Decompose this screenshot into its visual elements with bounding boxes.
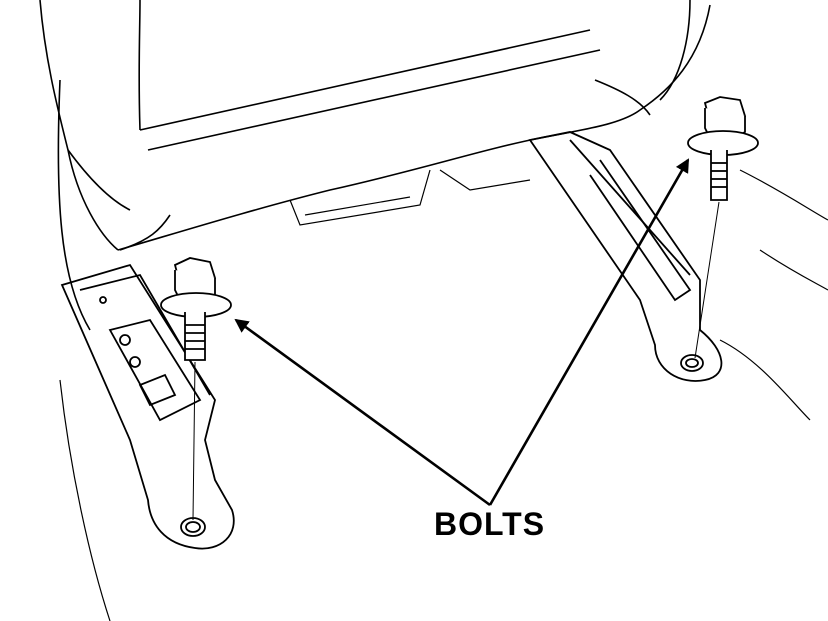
floor-panel [59, 169, 828, 621]
bolts-callout-label: BOLTS [434, 506, 546, 542]
right-bolt [687, 96, 759, 359]
arrow-to-right-bolt [488, 158, 690, 506]
left-bolt [160, 257, 232, 521]
arrow-to-left-bolt [234, 318, 491, 507]
right-seat-rail [528, 131, 723, 382]
seat-cushion [39, 0, 711, 331]
callout-arrows [234, 158, 690, 507]
left-seat-rail [60, 263, 235, 550]
